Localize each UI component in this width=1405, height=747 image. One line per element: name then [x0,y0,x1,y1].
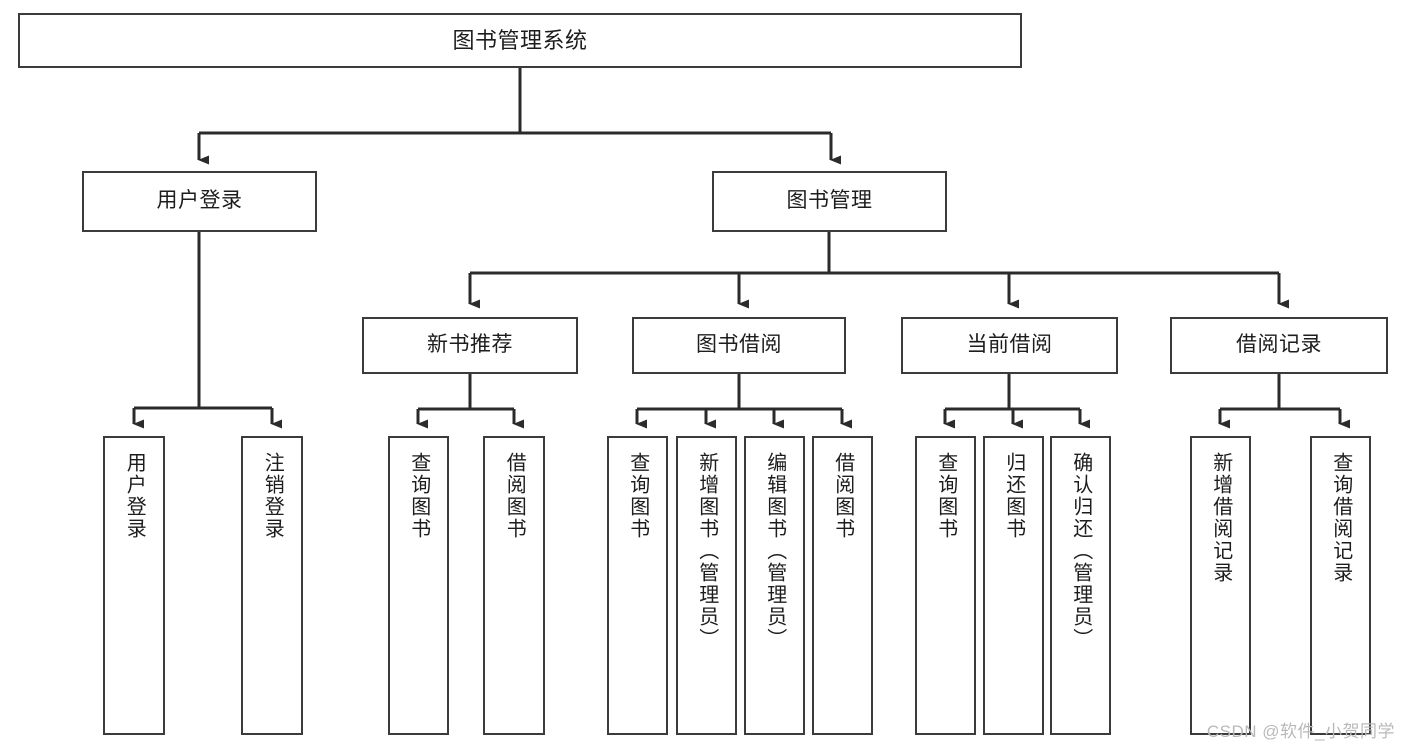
node-label-leaf-user-login: 用户登录 [123,452,146,540]
node-label-leaf-query-book-1: 查询图书 [407,452,430,540]
node-user-login[interactable]: 用户登录 [82,171,317,232]
node-leaf-edit-book[interactable]: 编辑图书（管理员） [744,436,805,735]
node-root[interactable]: 图书管理系统 [18,13,1022,68]
node-current-borrow[interactable]: 当前借阅 [901,317,1118,374]
node-label-leaf-query-book-2: 查询图书 [626,452,649,540]
node-label-leaf-edit-book: 编辑图书（管理员） [763,452,786,650]
node-label-leaf-confirm-return: 确认归还（管理员） [1069,452,1092,650]
node-leaf-user-logout[interactable]: 注销登录 [241,436,303,735]
node-leaf-query-book-1[interactable]: 查询图书 [388,436,449,735]
node-leaf-query-book-2[interactable]: 查询图书 [607,436,668,735]
node-label-leaf-add-record: 新增借阅记录 [1209,452,1232,584]
node-leaf-add-record[interactable]: 新增借阅记录 [1190,436,1251,735]
node-label-leaf-query-record: 查询借阅记录 [1329,452,1352,584]
node-borrow-record[interactable]: 借阅记录 [1170,317,1388,374]
node-label-leaf-add-book: 新增图书（管理员） [695,452,718,650]
node-label-book-borrow: 图书借阅 [696,333,782,357]
node-leaf-borrow-book-2[interactable]: 借阅图书 [812,436,873,735]
node-leaf-borrow-book-1[interactable]: 借阅图书 [483,436,545,735]
node-label-new-book-recommend: 新书推荐 [427,333,513,357]
node-label-borrow-record: 借阅记录 [1236,333,1322,357]
node-label-current-borrow: 当前借阅 [966,333,1053,357]
node-label-leaf-borrow-book-1: 借阅图书 [503,452,526,540]
node-label-user-login: 用户登录 [156,189,243,213]
node-new-book-recommend[interactable]: 新书推荐 [362,317,578,374]
node-leaf-confirm-return[interactable]: 确认归还（管理员） [1050,436,1111,735]
node-leaf-query-record[interactable]: 查询借阅记录 [1310,436,1371,735]
csdn-watermark: CSDN @软件_小贺同学 [1206,722,1395,741]
node-label-root: 图书管理系统 [452,27,588,53]
node-book-borrow[interactable]: 图书借阅 [632,317,846,374]
node-label-leaf-user-logout: 注销登录 [261,452,284,540]
node-leaf-user-login[interactable]: 用户登录 [103,436,165,735]
node-leaf-add-book[interactable]: 新增图书（管理员） [676,436,737,735]
node-leaf-query-book-3[interactable]: 查询图书 [915,436,976,735]
node-leaf-return-book[interactable]: 归还图书 [983,436,1044,735]
node-label-book-manage: 图书管理 [786,189,873,213]
node-label-leaf-query-book-3: 查询图书 [934,452,957,540]
node-label-leaf-return-book: 归还图书 [1002,452,1025,540]
node-label-leaf-borrow-book-2: 借阅图书 [831,452,854,540]
node-book-manage[interactable]: 图书管理 [712,171,947,232]
